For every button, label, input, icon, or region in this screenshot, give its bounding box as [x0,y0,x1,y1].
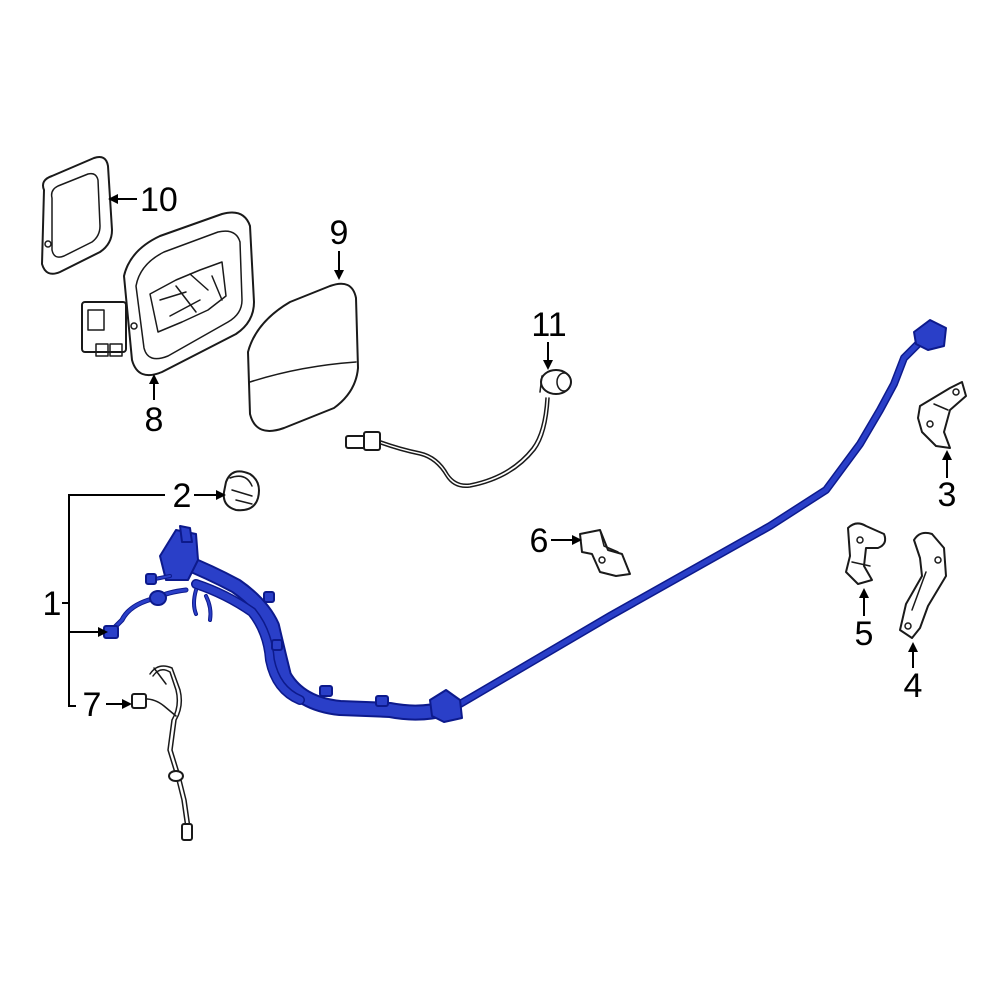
leader-lines [62,194,952,709]
part-2-port-cap[interactable] [222,470,260,512]
callout-5: 5 [855,615,874,653]
callout-7: 7 [83,686,102,724]
part-4-bracket[interactable] [899,531,947,639]
part-3-bracket[interactable] [917,381,967,449]
callout-11: 11 [531,306,566,344]
callout-4: 4 [904,667,923,705]
part-10-door-seal[interactable] [41,156,113,275]
part-6-bracket[interactable] [579,529,631,577]
callout-9: 9 [330,214,349,252]
part-8-door-housing[interactable] [81,211,255,376]
part-9-fuel-door[interactable] [247,282,359,432]
callout-6: 6 [530,522,549,560]
callout-labels: 10 8 9 11 2 6 3 5 4 1 7 [43,181,957,724]
callout-8: 8 [145,401,164,439]
callout-1: 1 [43,585,62,623]
part-5-bracket[interactable] [845,522,887,585]
callout-10: 10 [140,181,178,219]
part-7-sensor-wire[interactable] [131,665,193,841]
callout-2: 2 [173,477,192,515]
part-11-door-actuator[interactable] [345,369,572,489]
part-1-charge-harness[interactable] [103,319,947,723]
callout-3: 3 [938,476,957,514]
